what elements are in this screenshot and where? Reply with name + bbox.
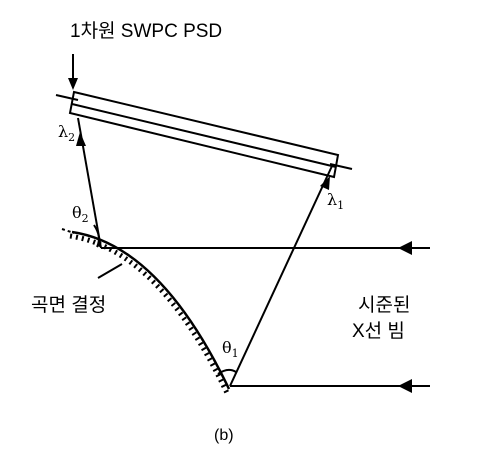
crystal-label: 곡면 결정 (31, 295, 107, 316)
theta1-label: θ1 (222, 338, 239, 361)
curved-crystal (61, 228, 231, 395)
figure-caption: (b) (214, 427, 234, 444)
beam-label-line2: X선 빔 (352, 321, 405, 342)
lambda2-label: λ2 (58, 122, 76, 145)
detector-pointer-arrow (68, 54, 78, 90)
theta2-arc (93, 224, 100, 248)
incoming-beam-lower (230, 379, 430, 393)
detector-label: 1차원 SWPC PSD (70, 21, 223, 42)
reflected-beam-1 (229, 165, 333, 387)
theta1-arc (217, 368, 237, 375)
incoming-beam-upper (101, 241, 430, 255)
lambda1-label: λ1 (327, 190, 345, 213)
detector-psd (55, 90, 353, 179)
theta2-label: θ2 (72, 203, 89, 226)
crystal-pointer-line (97, 263, 123, 279)
beam-label-line1: 시준된 (358, 295, 411, 316)
reflected-beam-2 (76, 117, 102, 249)
